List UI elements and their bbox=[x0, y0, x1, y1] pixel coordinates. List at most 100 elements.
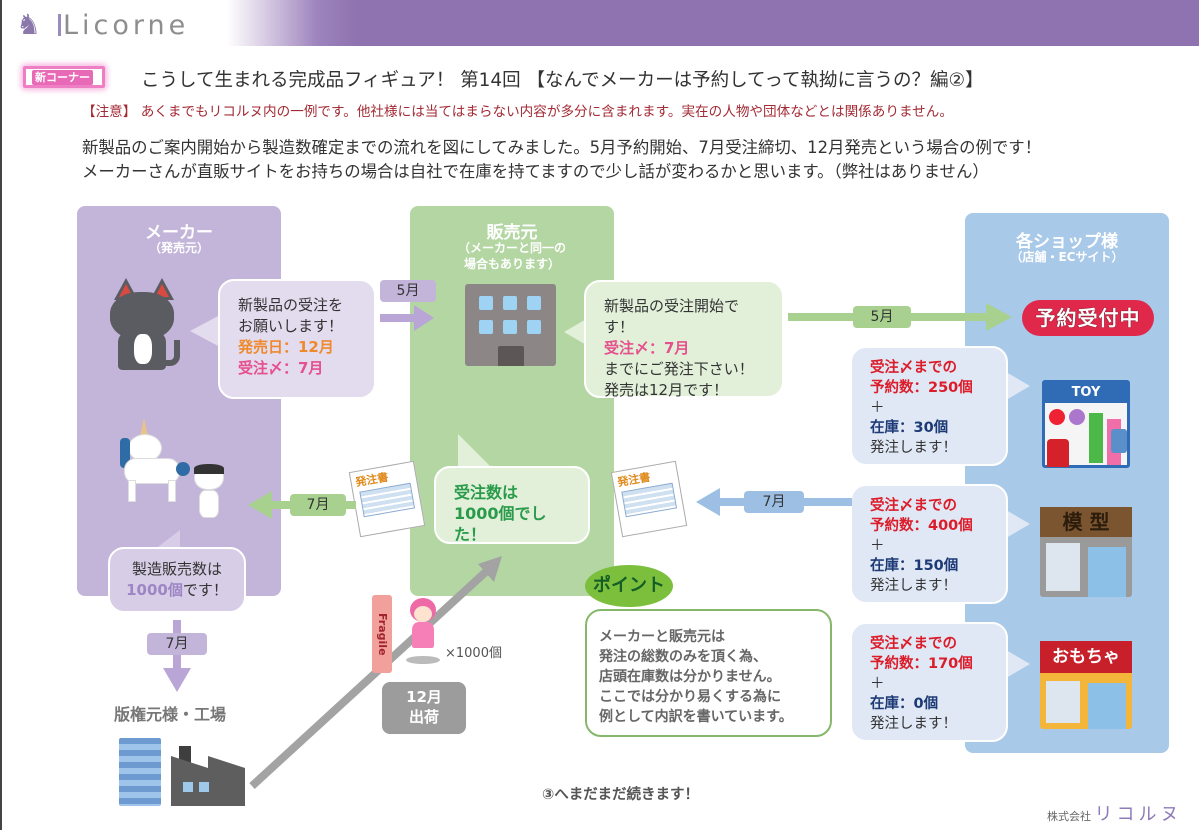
seller-announce-line-3: までにご発注下さい！ bbox=[604, 360, 754, 378]
point-line: 店頭在庫数は分かりません。 bbox=[599, 669, 781, 685]
quantity-label: ×1000個 bbox=[445, 646, 502, 661]
shipping-month: 12月 bbox=[406, 688, 442, 706]
logo-text: Licorne bbox=[58, 10, 189, 41]
maker-title: メーカー bbox=[145, 223, 213, 243]
new-corner-badge: 新コーナー bbox=[23, 66, 105, 88]
intro-text: 新製品のご案内開始から製造数確定までの流れを図にしてみました。5月予約開始、7月… bbox=[82, 136, 1041, 184]
shop-deadline-label: 受注〆までの bbox=[870, 360, 957, 376]
seller-announce-line-1: 新製品の受注開始です！ bbox=[604, 297, 740, 336]
office-building-icon bbox=[465, 284, 556, 366]
shop-stock-count: 在庫：0個 bbox=[870, 696, 939, 712]
intro-line-1: 新製品のご案内開始から製造数確定までの流れを図にしてみました。5月予約開始、7月… bbox=[82, 138, 1042, 157]
point-badge: ポイント bbox=[585, 565, 673, 607]
arrow-maker-to-seller bbox=[380, 314, 416, 322]
licensor-factory-label: 版権元様・工場 bbox=[114, 705, 227, 724]
maker-subtitle: （発売元） bbox=[148, 241, 209, 255]
seller-title: 販売元 bbox=[486, 223, 538, 243]
bubble-tail bbox=[458, 434, 492, 468]
shipping-arrow-head bbox=[478, 556, 502, 582]
shop-deadline-label: 受注〆までの bbox=[870, 636, 957, 652]
notice-text: 【注意】 あくまでもリコルヌ内の一例です。他社様には当てはまらない内容が多分に含… bbox=[82, 104, 953, 120]
bubble-tail bbox=[1006, 510, 1030, 538]
continue-text: ③へまだまだ続きます！ bbox=[542, 787, 699, 803]
header: ♞ Licorne bbox=[2, 0, 1199, 46]
maker-request-bubble: 新製品の受注を お願いします！ 発売日：12月 受注〆：7月 bbox=[218, 279, 376, 399]
shop-stock-count: 在庫：150個 bbox=[870, 558, 959, 574]
shop-order-text: 発注します！ bbox=[870, 578, 957, 594]
office-tower-icon bbox=[119, 738, 161, 806]
toy-store-icon: おもちゃ bbox=[1040, 641, 1132, 729]
shipping-label: 出荷 bbox=[408, 708, 439, 726]
shop-order-bubble: 受注〆までの 予約数：250個 ＋ 在庫：30個 発注します！ bbox=[850, 346, 1008, 466]
production-line-1: 製造販売数は bbox=[131, 560, 222, 578]
shipping-box: 12月 出荷 bbox=[382, 682, 466, 734]
model-shop-icon: 模 型 bbox=[1040, 507, 1132, 597]
shop-order-text: 発注します！ bbox=[870, 440, 957, 456]
shop-title: 各ショップ様 bbox=[1016, 232, 1118, 252]
reservation-open-stamp: 予約受付中 bbox=[1022, 300, 1154, 336]
maker-request-line-1: 新製品の受注を bbox=[238, 296, 344, 314]
header-band bbox=[227, 0, 1199, 46]
order-form-icon: 発注書 bbox=[348, 460, 426, 538]
logo-wordmark: Licorne bbox=[63, 9, 190, 41]
page-title: こうして生まれる完成品フィギュア！ 第14回 【なんでメーカーは予約してって執拗… bbox=[141, 70, 984, 91]
month-tag: 7月 bbox=[290, 494, 346, 516]
shop-reserve-count: 予約数：400個 bbox=[870, 518, 973, 534]
intro-line-2: メーカーさんが直販サイトをお持ちの場合は自社で在庫を持てますので少し話が変わるか… bbox=[82, 162, 989, 181]
plus-sign: ＋ bbox=[870, 400, 885, 416]
month-tag: 7月 bbox=[147, 633, 207, 655]
seller-subtitle: （メーカーと同一の 場合もあります） bbox=[410, 240, 614, 272]
company-prefix: 株式会社 bbox=[1047, 810, 1091, 823]
point-line: メーカーと販売元は bbox=[599, 629, 725, 645]
bowing-cat-icon bbox=[110, 278, 185, 373]
production-count: 1000個 bbox=[126, 581, 183, 599]
order-form-icon: 発注書 bbox=[610, 460, 688, 538]
shop-subtitle: （店舗・ECサイト） bbox=[1010, 250, 1124, 264]
arrow-head-left-icon bbox=[696, 488, 720, 516]
order-count-line-1: 受注数は bbox=[454, 483, 519, 502]
month-tag: 5月 bbox=[380, 280, 436, 302]
company-name: 株式会社 リコルヌ bbox=[1047, 800, 1183, 826]
order-deadline: 受注〆：7月 bbox=[238, 359, 324, 377]
shop-order-bubble: 受注〆までの 予約数：170個 ＋ 在庫：0個 発注します！ bbox=[850, 622, 1008, 742]
toy-shop-icon: TOY bbox=[1042, 380, 1130, 468]
pink-figure-icon bbox=[402, 598, 444, 666]
month-tag: 5月 bbox=[853, 306, 911, 328]
month-tag: 7月 bbox=[744, 491, 804, 513]
shop-order-bubble: 受注〆までの 予約数：400個 ＋ 在庫：150個 発注します！ bbox=[850, 484, 1008, 604]
seller-subtitle-line-1: （メーカーと同一の bbox=[457, 241, 566, 255]
shop-order-text: 発注します！ bbox=[870, 716, 957, 732]
shop-reserve-count: 予約数：170個 bbox=[870, 656, 973, 672]
logo: ♞ Licorne bbox=[16, 8, 189, 42]
shop-sign: おもちゃ bbox=[1040, 641, 1132, 673]
fragile-label: Fragile bbox=[372, 595, 392, 673]
shop-stock-count: 在庫：30個 bbox=[870, 420, 949, 436]
shop-reserve-count: 予約数：250個 bbox=[870, 380, 973, 396]
production-suffix: です！ bbox=[182, 581, 228, 599]
unicorn-logo-icon: ♞ bbox=[16, 8, 42, 41]
arrow-head-left-icon bbox=[248, 491, 272, 519]
seller-subtitle-line-2: 場合もあります） bbox=[463, 257, 560, 271]
release-date: 発売日：12月 bbox=[238, 338, 334, 356]
unicorn-icon bbox=[114, 418, 190, 502]
seller-announce-bubble: 新製品の受注開始です！ 受注〆：7月 までにご発注下さい！ 発売は12月です！ bbox=[584, 280, 784, 399]
shipping-arrow-line bbox=[249, 565, 493, 789]
order-count-bubble: 受注数は 1000個でした！ bbox=[434, 466, 590, 544]
order-count-line-2: 1000個でした！ bbox=[454, 504, 547, 544]
production-count-bubble: 製造販売数は 1000個です！ bbox=[108, 547, 246, 613]
shipping-arrow bbox=[249, 556, 502, 789]
bubble-tail bbox=[154, 530, 180, 550]
seller-announce-line-4: 発売は12月です！ bbox=[604, 381, 729, 399]
bubble-tail bbox=[190, 315, 220, 347]
plus-sign: ＋ bbox=[870, 676, 885, 692]
shop-sign: 模 型 bbox=[1040, 507, 1132, 537]
factory-icon bbox=[171, 746, 245, 806]
point-note: メーカーと販売元は 発注の総数のみを頂く為、 店頭在庫数は分かりません。 ここで… bbox=[585, 609, 832, 737]
point-line: 例として内訳を書いています。 bbox=[599, 709, 793, 725]
shop-deadline-label: 受注〆までの bbox=[870, 498, 957, 514]
company-wordmark: リコルヌ bbox=[1094, 804, 1183, 825]
arrow-head-down-icon bbox=[163, 668, 191, 692]
plus-sign: ＋ bbox=[870, 538, 885, 554]
new-corner-label: 新コーナー bbox=[32, 70, 93, 85]
shop-sign: TOY bbox=[1045, 383, 1127, 403]
